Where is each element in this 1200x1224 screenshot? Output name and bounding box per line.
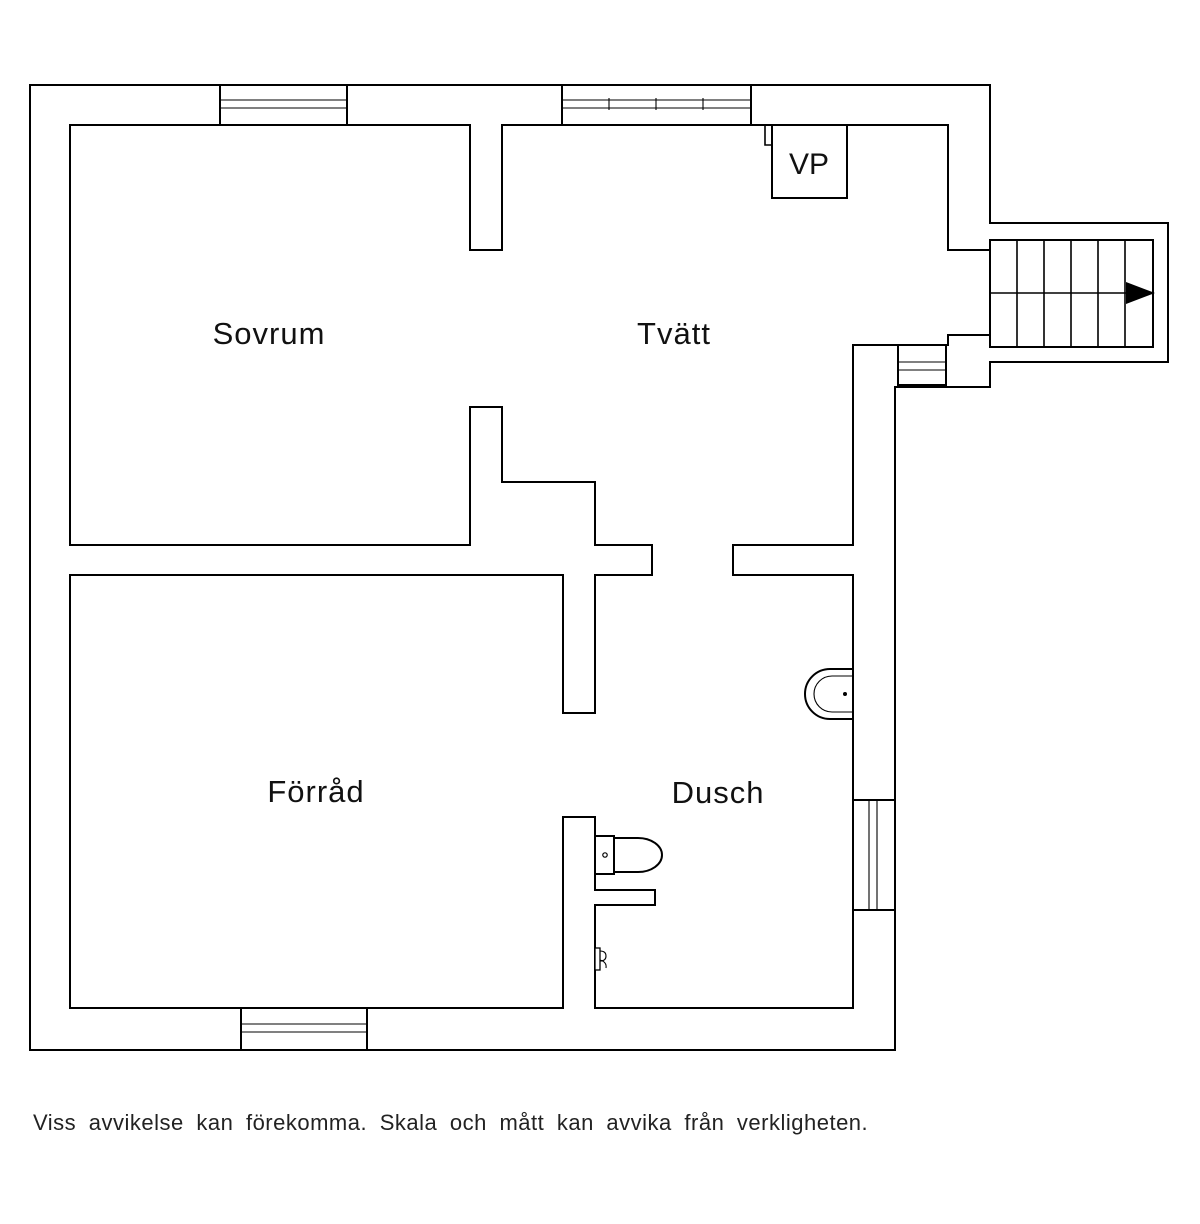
window-icon bbox=[240, 1007, 368, 1051]
window-icon bbox=[561, 84, 752, 126]
room-label-forrad: Förråd bbox=[267, 774, 364, 809]
toilet-icon bbox=[594, 835, 663, 875]
room-label-sovrum: Sovrum bbox=[213, 316, 326, 351]
staircase bbox=[990, 240, 1155, 347]
walls bbox=[29, 84, 1169, 1051]
shower-icon bbox=[594, 947, 607, 971]
disclaimer-text: Viss avvikelse kan förekomma. Skala och … bbox=[33, 1110, 869, 1135]
room-label-tvatt: Tvätt bbox=[637, 316, 711, 351]
heat-pump: VP bbox=[751, 124, 848, 199]
window-icon bbox=[897, 344, 947, 386]
room-label-dusch: Dusch bbox=[672, 775, 765, 810]
heat-pump-label: VP bbox=[789, 148, 829, 181]
window-icon bbox=[219, 84, 348, 126]
stair-arrow-icon bbox=[1126, 282, 1155, 304]
window-icon bbox=[852, 799, 896, 911]
sink-icon bbox=[804, 668, 854, 720]
